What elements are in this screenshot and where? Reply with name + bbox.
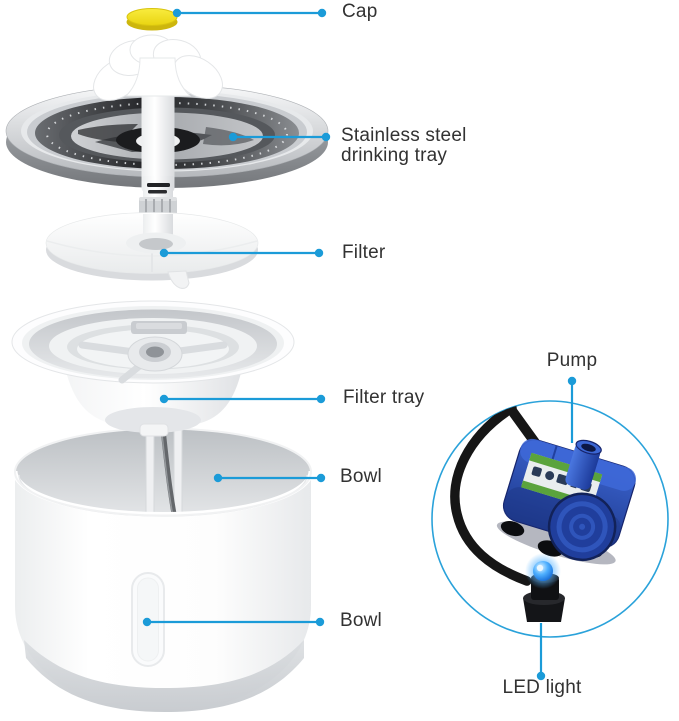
label-cap: Cap (342, 1, 378, 22)
cap-leader-line (172, 8, 327, 18)
pump-grille (547, 492, 617, 562)
label-pump: Pump (546, 350, 598, 371)
label-bowl-upper: Bowl (340, 466, 382, 487)
filter-illustration (45, 212, 259, 289)
led-leader-line (536, 623, 546, 681)
pump-illustration (496, 438, 636, 565)
label-bowl-lower: Bowl (340, 610, 382, 631)
pump-outlet (565, 439, 602, 490)
filter-leader-line (159, 248, 324, 258)
support-tube-illustration (141, 88, 175, 192)
bowl-illustration (12, 427, 314, 712)
label-led-light: LED light (502, 677, 582, 698)
label-stainless-line1: Stainless steel (341, 125, 467, 146)
bowl-cable (160, 428, 184, 516)
tube-connector-illustration (139, 176, 177, 217)
filter-tray-leader-line (159, 394, 326, 404)
cap-top (126, 8, 178, 26)
label-filter: Filter (342, 242, 386, 263)
bowl-base-ring (24, 640, 304, 712)
label-stainless-steel-drinking-tray: Stainless steel drinking tray (341, 126, 467, 166)
pump-detail-badge (431, 400, 669, 638)
label-stainless-line2: drinking tray (341, 145, 448, 166)
tray-leader-line (228, 132, 331, 142)
led-light-illustration (523, 553, 565, 622)
filter-tray-illustration (11, 300, 295, 437)
bowl-upper-leader-line (213, 473, 326, 483)
label-filter-tray: Filter tray (343, 387, 425, 408)
flower-cap-illustration (93, 8, 223, 101)
pump-leader-line (567, 376, 577, 443)
led-orb (533, 561, 553, 581)
bowl-lower-leader-line (142, 617, 325, 627)
pump-cable (450, 403, 532, 586)
